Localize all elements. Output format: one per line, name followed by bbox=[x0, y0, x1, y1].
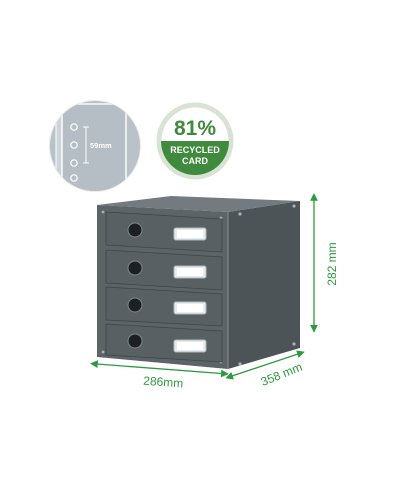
badge-line2: CARD bbox=[182, 156, 208, 166]
dimension-lines bbox=[90, 192, 318, 380]
depth-dimension-line bbox=[225, 350, 305, 380]
badge-line1: RECYCLED bbox=[170, 145, 220, 155]
badge-percent: 81% bbox=[174, 117, 216, 140]
drawer-4 bbox=[105, 323, 223, 363]
detail-inset: 59mm bbox=[49, 100, 141, 192]
inset-dimension-label: 59mm bbox=[90, 141, 112, 150]
width-dimension-line bbox=[90, 360, 229, 378]
drawer-cabinet bbox=[97, 196, 300, 369]
drawer-2 bbox=[105, 249, 223, 291]
drawer-1 bbox=[105, 211, 223, 253]
depth-dimension-label: 358 mm bbox=[259, 360, 304, 389]
recycled-card-badge: 81% RECYCLED CARD bbox=[156, 102, 234, 180]
drawer-3 bbox=[105, 286, 223, 327]
width-dimension-label: 286mm bbox=[143, 374, 184, 391]
height-dimension-label: 282 mm bbox=[325, 242, 339, 285]
